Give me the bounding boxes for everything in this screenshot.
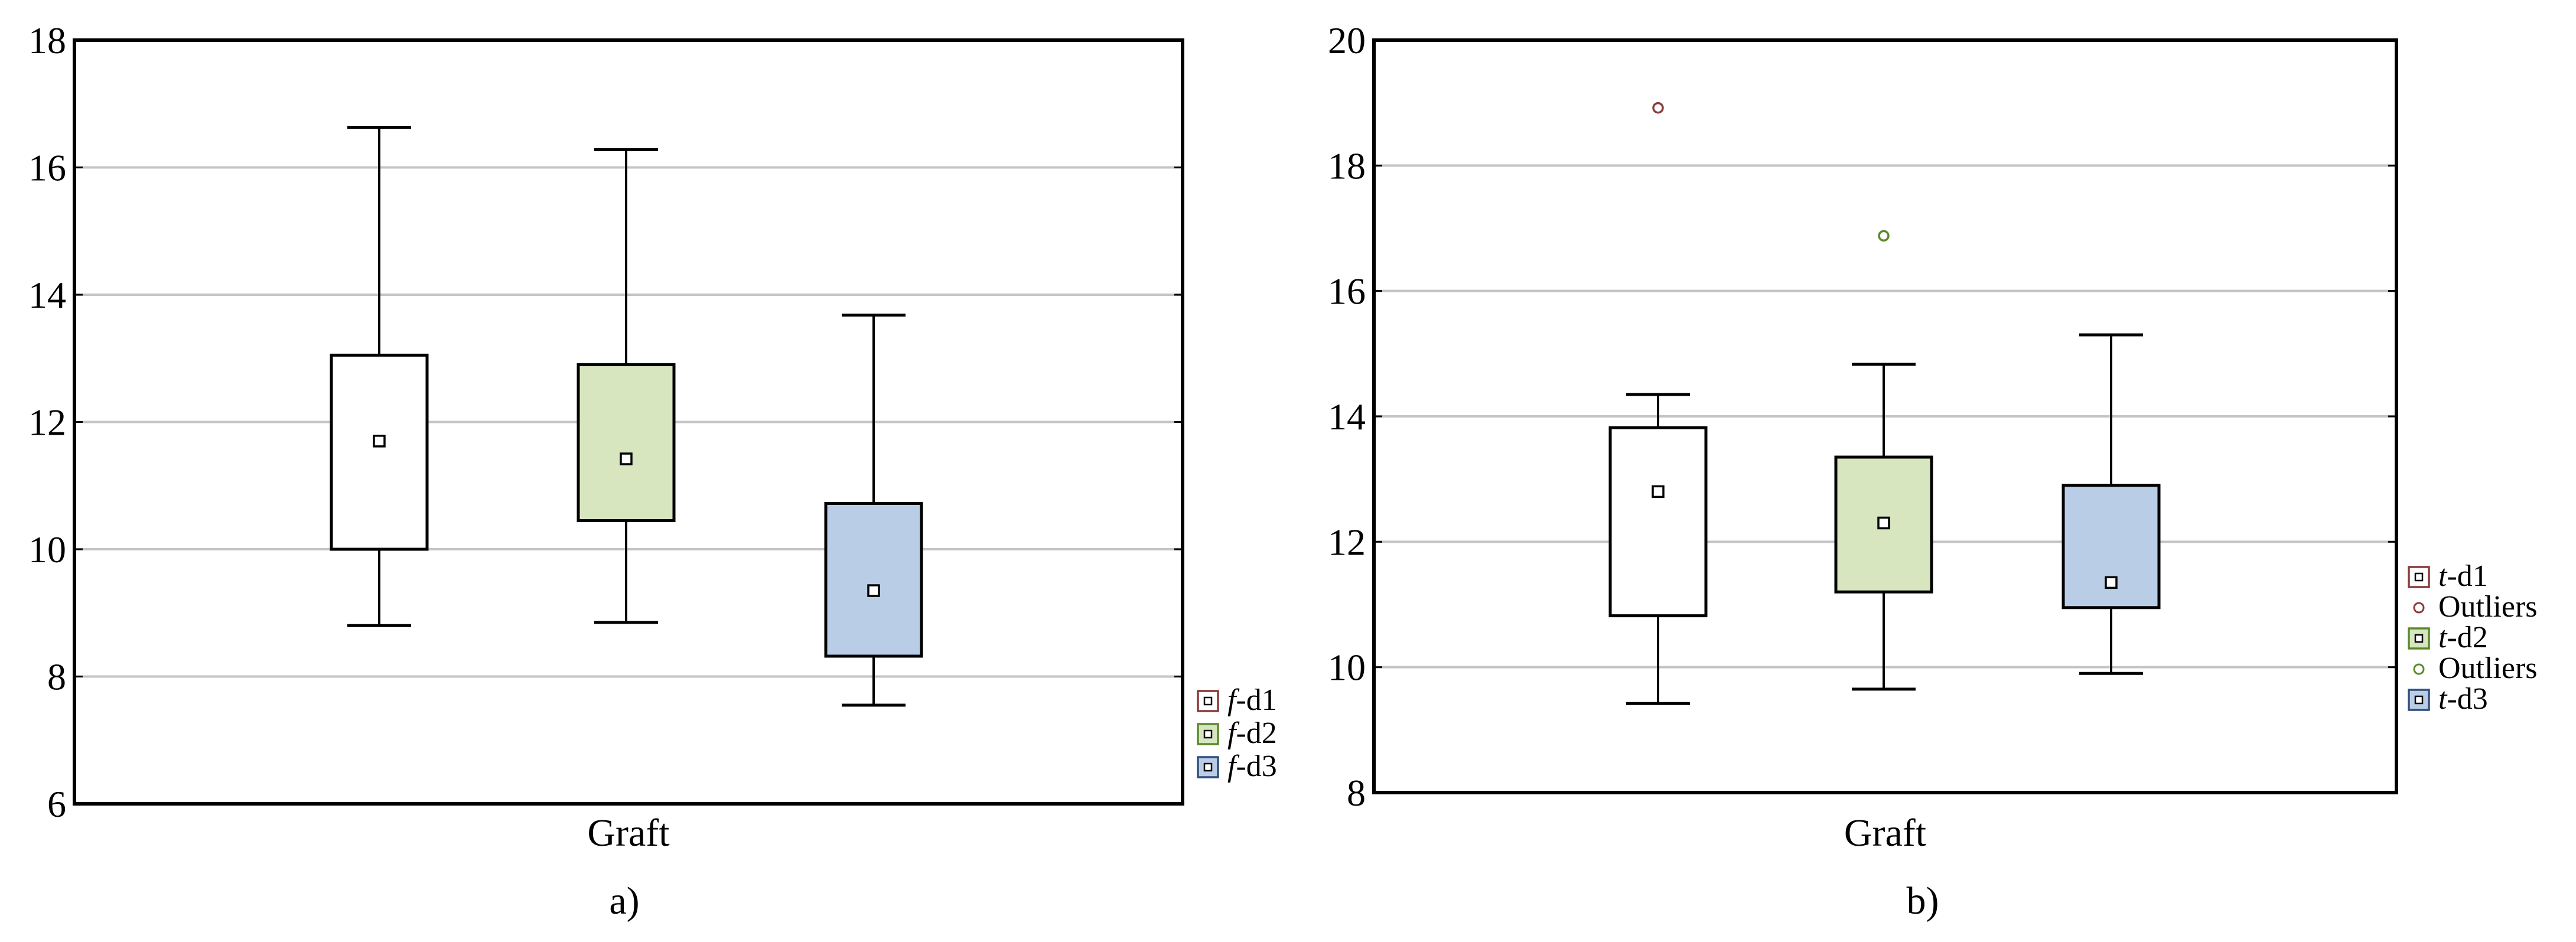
y-tick-label: 18 [28,19,66,61]
legend-swatch-marker [1203,729,1213,739]
legend: f-d1f-d2f-d3 [1197,683,1277,783]
box-iqr [577,363,676,523]
y-tick-label: 16 [28,147,66,189]
panel-label: b) [1907,879,1939,923]
box-f-d1 [330,126,429,627]
y-tick-label: 10 [28,529,66,571]
y-tick-label: 20 [1328,19,1366,61]
mean-marker [620,452,633,465]
box-iqr [330,353,429,551]
legend-label-t-d1: t-d1 [2438,559,2488,593]
y-tick-label: 10 [1328,647,1366,689]
x-axis-label: Graft [1844,811,1926,855]
legend-label-f-d1: f-d1 [1227,683,1277,717]
box-t-d1 [1608,102,1708,705]
legend-label-f-d3: f-d3 [1227,749,1277,783]
y-tick-label: 8 [47,656,66,698]
legend-swatch-t-d2 [2408,627,2430,650]
chart-panel-2: 8101214161820Graftb)t-d1Outlierst-d2Outl… [1328,19,2538,923]
box-iqr [824,501,923,658]
legend-swatch-marker [2414,572,2424,582]
y-tick-label: 12 [1328,521,1366,563]
y-tick-label: 18 [1328,145,1366,187]
legend-swatch-marker [1203,696,1213,706]
x-axis-label: Graft [587,811,669,855]
y-tick-label: 12 [28,402,66,444]
box-iqr [2062,484,2161,609]
outlier-point [1878,230,1890,242]
plot-frame [1372,38,2398,794]
plot-frame [73,38,1184,806]
mean-marker [867,584,880,597]
legend-swatch-marker [2414,634,2424,643]
y-tick-label: 14 [28,274,66,316]
legend-label-t-d2: t-d2 [2438,621,2488,654]
mean-marker [1652,485,1665,498]
box-t-d2 [1834,230,1933,691]
legend-outlier-marker [2413,663,2425,675]
box-iqr [1608,426,1708,618]
legend-label-t-d3: t-d3 [2438,682,2488,716]
y-tick-label: 14 [1328,396,1366,438]
legend-label-f-d2: f-d2 [1227,716,1277,750]
box-f-d3 [824,313,923,707]
mean-marker [2105,576,2118,589]
box-f-d2 [577,148,676,624]
legend-swatch-f-d3 [1197,756,1219,778]
y-tick-label: 8 [1347,772,1366,814]
box-t-d3 [2062,333,2161,675]
mean-marker [373,435,386,448]
legend-label-outliers: Outliers [2438,590,2538,624]
panel-label: a) [609,879,639,923]
legend-swatch-marker [1203,762,1213,772]
y-tick-label: 6 [47,783,66,825]
y-tick-label: 16 [1328,270,1366,312]
outlier-point [1652,102,1664,114]
mean-marker [1877,516,1890,530]
legend-outlier-marker [2413,602,2425,614]
legend-swatch-marker [2414,695,2424,705]
legend-label-outliers: Outliers [2438,651,2538,685]
